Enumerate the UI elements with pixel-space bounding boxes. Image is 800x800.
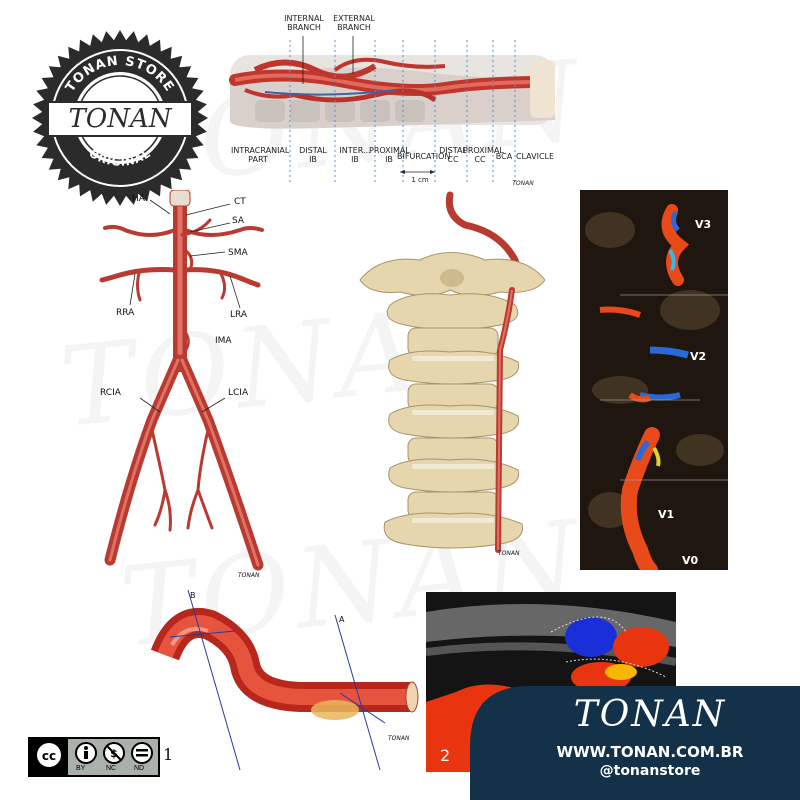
label-lra: LRA: [230, 310, 248, 320]
svg-text:cc: cc: [42, 749, 56, 763]
label-ima: IMA: [215, 336, 232, 346]
footer-url: WWW.TONAN.COM.BR: [556, 743, 744, 761]
label-rcia: RCIA: [100, 388, 121, 398]
label-panel-1: 1: [163, 745, 174, 764]
label-a: A: [339, 615, 345, 624]
label-ha: HA: [132, 194, 145, 204]
label-v2: V2: [690, 350, 707, 363]
label-bca: BCA: [495, 152, 513, 161]
label-external-branch: EXTERNAL BRANCH: [333, 14, 375, 32]
signature-spine: TONAN: [498, 550, 520, 557]
label-sma: SMA: [228, 248, 248, 258]
label-ct: CT: [234, 197, 246, 207]
footer-handle: @tonanstore: [599, 763, 701, 779]
label-v3: V3: [695, 218, 712, 231]
label-v0: V0: [682, 554, 699, 567]
brand-footer: TONAN WWW.TONAN.COM.BR @tonanstore: [470, 686, 800, 800]
label-proximal-ib: PROXIMAL IB: [369, 146, 410, 164]
license-by: BY: [76, 765, 86, 772]
carotid-diagram: INTERNAL BRANCH EXTERNAL BRANCH INTRACRA…: [225, 0, 565, 195]
svg-text:TONAN: TONAN: [69, 104, 173, 134]
aorta-diagram: HA CT SA SMA RRA LRA IMA RCIA LCIA TONAN: [90, 188, 290, 580]
label-distal-ib: DISTAL IB: [299, 146, 327, 164]
label-internal-branch: INTERNAL BRANCH: [284, 14, 324, 32]
label-bifurcation: BIFURCATION: [397, 152, 451, 161]
label-v1: V1: [658, 508, 675, 521]
signature-aorta: TONAN: [238, 572, 260, 579]
vertebral-ultrasound-image: V3 V2 V1 V0: [580, 190, 728, 570]
label-intracranial-part: INTRACRANIAL PART: [231, 146, 290, 164]
label-panel-2: 2: [440, 746, 451, 765]
artery-bend-diagram: B A TONAN: [150, 585, 425, 775]
cervical-spine-diagram: TONAN: [350, 190, 555, 570]
footer-brand-name: TONAN: [573, 694, 727, 735]
label-b: B: [190, 591, 196, 600]
label-intermediate-ib: INTER... IB: [339, 146, 371, 164]
signature-top: TONAN: [512, 180, 534, 187]
label-distal-cc: DISTAL CC: [439, 146, 467, 164]
label-sa: SA: [232, 216, 245, 226]
label-scale: 1 cm: [411, 176, 429, 184]
label-clavicle: CLAVICLE: [515, 152, 555, 161]
label-proximal-cc: PROXIMAL CC: [463, 146, 504, 164]
label-rra: RRA: [116, 308, 135, 318]
tonan-store-badge: TONAN STORE ORIGINAL TONAN: [30, 28, 210, 208]
license-nc: NC: [106, 765, 117, 772]
label-lcia: LCIA: [228, 388, 249, 398]
license-nd: ND: [134, 765, 145, 772]
cc-license-badge: cc $ BY NC ND: [28, 737, 160, 777]
signature-bend: TONAN: [388, 735, 410, 742]
